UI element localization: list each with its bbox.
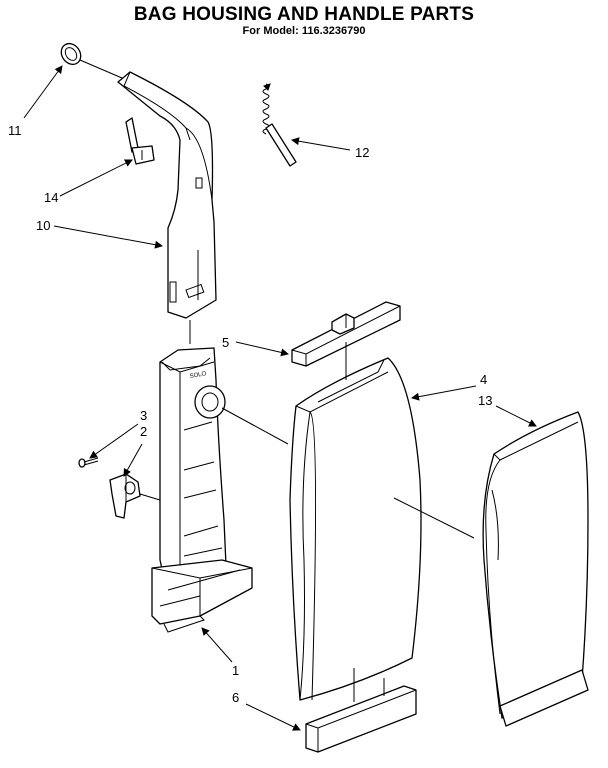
part-6-bag-bottom-holder [305, 685, 417, 753]
part-11-grip-cap [60, 42, 82, 66]
callout-10: 10 [36, 218, 51, 233]
part-3-screw [78, 457, 99, 468]
part-10-handle [117, 71, 217, 319]
model-subtitle: For Model: 116.3236790 [242, 25, 366, 37]
part-12-spring-rod [262, 83, 297, 167]
callout-14: 14 [44, 190, 59, 205]
callout-5: 5 [222, 335, 230, 350]
callout-4: 4 [480, 372, 488, 387]
callout-12: 12 [355, 145, 370, 160]
callout-6: 6 [232, 690, 240, 705]
diagram-title: BAG HOUSING AND HANDLE PARTS [133, 4, 475, 25]
part-4-outer-bag [289, 357, 422, 701]
part-14-cord-hook [125, 117, 155, 165]
callout-13: 13 [478, 393, 493, 408]
housing-label: SOLO [189, 371, 207, 380]
part-2-clip [109, 473, 141, 519]
part-5-bag-top-holder [291, 301, 401, 367]
part-13-filter-bag [482, 411, 589, 727]
callout-11: 11 [8, 123, 22, 138]
callout-2: 2 [140, 424, 148, 439]
callout-3: 3 [140, 408, 148, 423]
leader-lines [23, 59, 537, 731]
part-1-bag-housing: SOLO [151, 347, 253, 633]
callout-1: 1 [232, 663, 240, 678]
